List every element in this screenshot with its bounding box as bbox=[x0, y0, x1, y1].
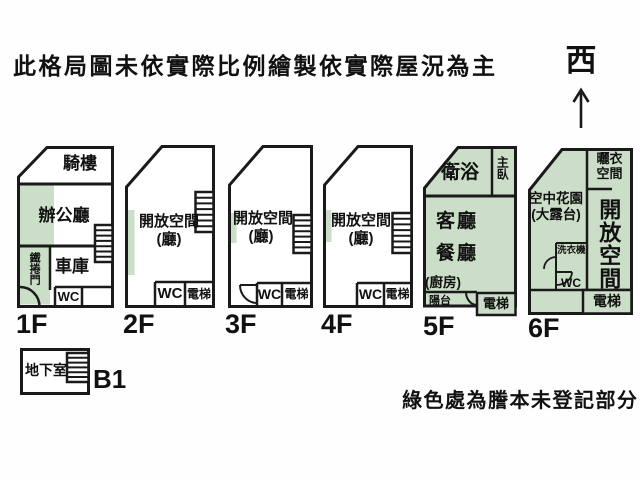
door-arc-icon bbox=[239, 284, 258, 304]
stairs-icon bbox=[65, 351, 90, 384]
floor-label-b1: B1 bbox=[93, 364, 127, 394]
legend-note: 綠色處為謄本未登記部分 bbox=[402, 390, 639, 412]
floorplan-4f-walls bbox=[323, 145, 413, 308]
compass-arrow-icon bbox=[572, 87, 590, 128]
floor-label-1f: 1F bbox=[16, 309, 48, 339]
door-arc-icon bbox=[543, 256, 557, 270]
room-wc: WC bbox=[57, 289, 80, 304]
floorplan-b1-walls bbox=[20, 348, 90, 395]
room-dining: 餐廳 bbox=[436, 243, 479, 264]
room-elevator: 電梯 bbox=[593, 293, 621, 309]
unregistered-area bbox=[20, 185, 54, 245]
compass-west-label: 西 bbox=[565, 43, 597, 78]
floorplan-6f: 曬衣 空間 空中花園 (大露台) 開放空間 洗衣機 WC 電梯 bbox=[528, 148, 635, 317]
room-sky-garden-line2: (大露台) bbox=[531, 207, 581, 222]
floorplan-6f-walls bbox=[528, 148, 633, 315]
room-master-bedroom: 主臥 bbox=[495, 156, 510, 180]
room-open-space: 開放空間 bbox=[138, 213, 199, 230]
room-elevator: 電梯 bbox=[385, 287, 410, 301]
floor-label-5f: 5F bbox=[423, 311, 455, 341]
room-wc: WC bbox=[358, 286, 383, 302]
room-roller-door: 鐵捲門 bbox=[28, 252, 41, 285]
room-open-space: 開放空間 bbox=[331, 212, 392, 229]
stairs-icon bbox=[391, 211, 413, 255]
floorplan-1f: 騎樓 辦公廳 鐵捲門 車庫 WC bbox=[17, 146, 114, 308]
room-living: 客廳 bbox=[436, 211, 479, 232]
unregistered-area bbox=[231, 213, 237, 243]
floor-label-3f: 3F bbox=[225, 309, 257, 339]
room-kitchen: (廚房) bbox=[425, 275, 461, 290]
room-hall: (廳) bbox=[348, 230, 374, 247]
door-arc-icon bbox=[19, 285, 41, 307]
room-garage: 車庫 bbox=[55, 257, 89, 276]
room-elevator: 電梯 bbox=[482, 296, 509, 311]
door-arc-icon bbox=[555, 271, 573, 286]
room-sky-garden-line1: 空中花園 bbox=[529, 191, 583, 206]
room-hall: (廳) bbox=[156, 231, 182, 248]
room-elevator: 電梯 bbox=[284, 287, 309, 301]
room-bathroom: 衛浴 bbox=[440, 162, 479, 183]
unregistered-area bbox=[128, 210, 135, 275]
room-office: 辦公廳 bbox=[38, 206, 90, 225]
floorplan-2f: 開放空間 (廳) WC 電梯 bbox=[125, 145, 215, 308]
floorplan-2f-walls bbox=[125, 145, 215, 308]
floorplan-3f-walls bbox=[228, 145, 313, 308]
room-wc: WC bbox=[257, 286, 282, 302]
room-hall: (廳) bbox=[248, 228, 274, 245]
floor-label-2f: 2F bbox=[123, 309, 155, 339]
unregistered-area bbox=[326, 210, 332, 242]
room-open-space: 開放空間 bbox=[596, 198, 622, 290]
floorplan-b1: 地下室 bbox=[20, 348, 90, 395]
door-arc-icon bbox=[465, 291, 478, 306]
compass: 西 bbox=[560, 43, 620, 134]
floorplan-1f-walls bbox=[17, 146, 114, 308]
stairs-icon bbox=[194, 190, 215, 234]
floorplan-5f: 衛浴 主臥 客廳 餐廳 (廚房) 陽台 電梯 bbox=[423, 146, 519, 318]
room-wc: WC bbox=[157, 285, 183, 302]
room-elevator: 電梯 bbox=[186, 287, 211, 301]
room-wc: WC bbox=[561, 276, 581, 290]
page-title: 此格局圖未依實際比例繪製依實際屋況為主 bbox=[13, 53, 498, 79]
room-open-space: 開放空間 bbox=[233, 210, 294, 227]
room-drying-space-line1: 曬衣 bbox=[596, 151, 623, 166]
room-drying-space-line2: 空間 bbox=[596, 166, 623, 181]
room-basement: 地下室 bbox=[25, 362, 67, 378]
stairs-icon bbox=[93, 223, 114, 264]
stairs-icon bbox=[292, 213, 313, 255]
elevator-box bbox=[581, 288, 633, 315]
room-balcony: 陽台 bbox=[429, 295, 451, 307]
room-arcade: 騎樓 bbox=[63, 154, 97, 173]
floorplan-3f: 開放空間 (廳) WC 電梯 bbox=[228, 145, 313, 308]
floor-label-6f: 6F bbox=[528, 313, 560, 343]
floorplan-4f: 開放空間 (廳) WC 電梯 bbox=[323, 145, 413, 308]
floorplan-5f-walls bbox=[423, 146, 517, 317]
floor-label-4f: 4F bbox=[321, 309, 353, 339]
room-washing-machine: 洗衣機 bbox=[557, 245, 586, 256]
